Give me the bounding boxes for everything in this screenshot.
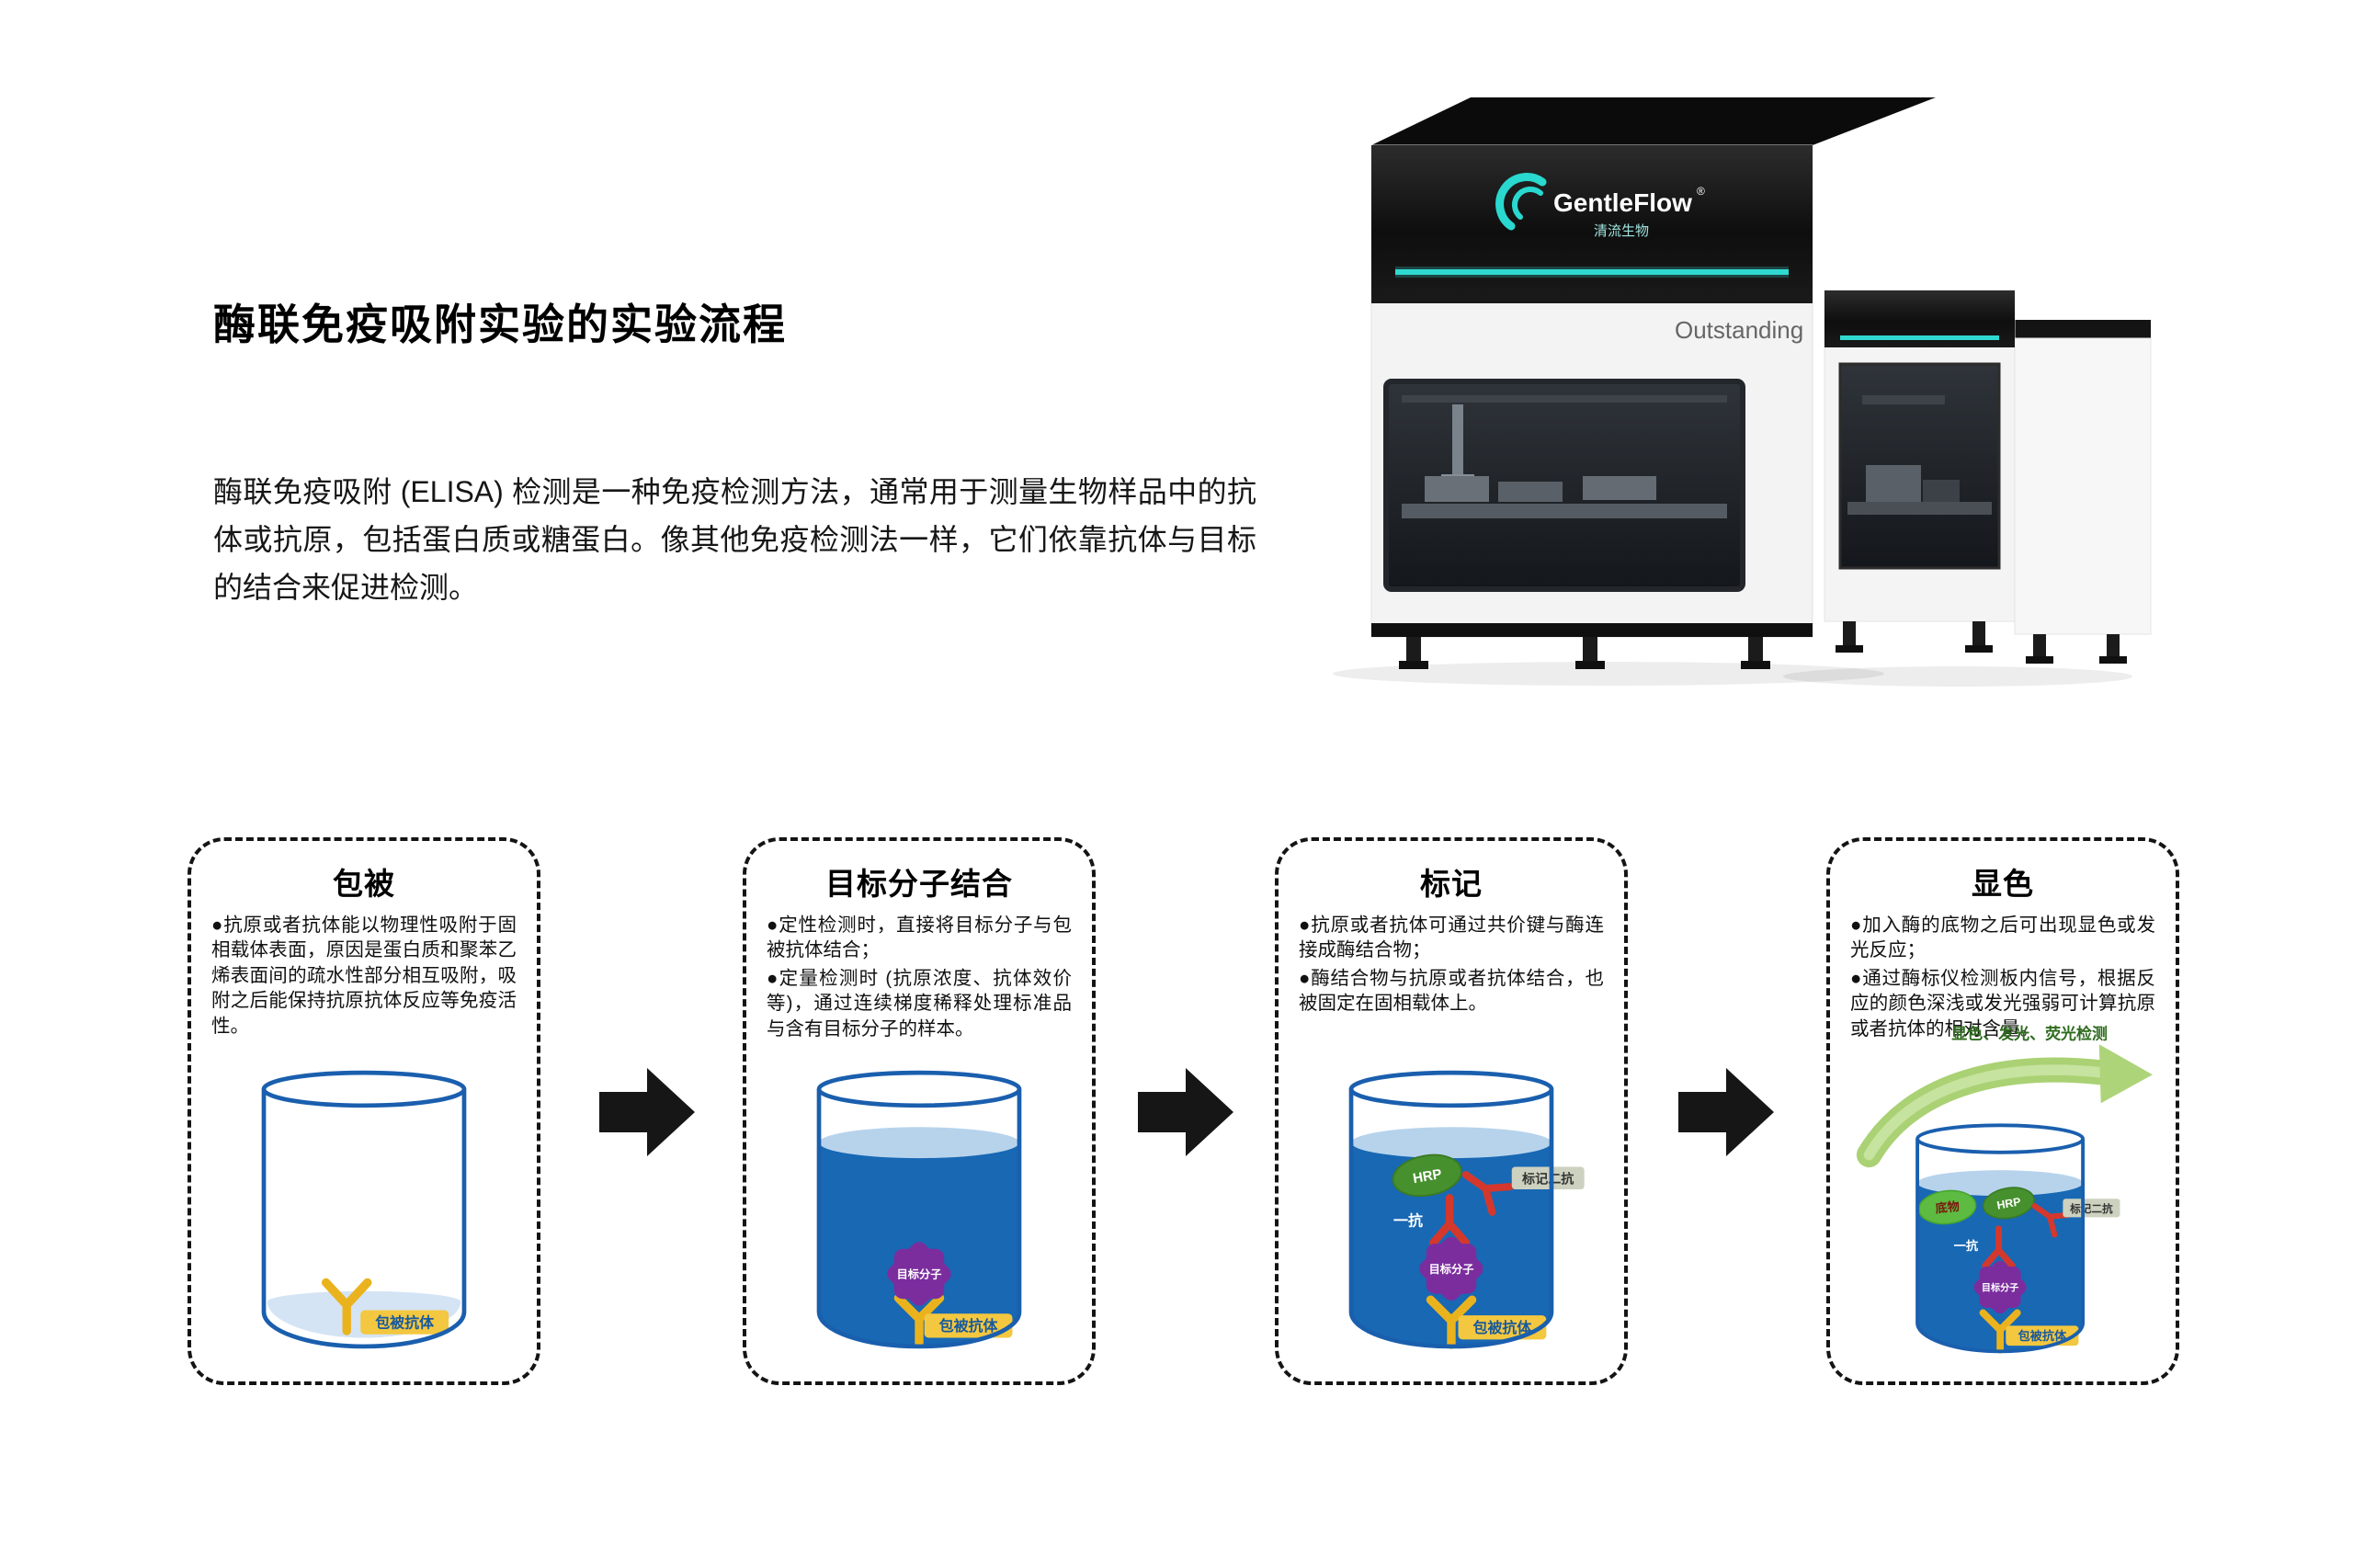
svg-text:HRP: HRP [1412, 1166, 1443, 1187]
registered-mark: ® [1697, 185, 1705, 198]
coated-antibody-label: 包被抗体 [2006, 1325, 2079, 1346]
coated-antibody-icon [1979, 1309, 2021, 1354]
coated-antibody-icon [1426, 1295, 1477, 1349]
coated-antibody-label: 包被抗体 [360, 1310, 449, 1335]
step-bullet: ●定量检测时 (抗原浓度、抗体效价等)，通过连续梯度稀释处理标准品与含有目标分子… [767, 967, 1072, 1040]
instrument-illustration: GentleFlow ® 清流生物 Outstanding [1333, 97, 2152, 687]
page-title: 酶联免疫吸附实验的实验流程 [213, 300, 787, 348]
accent-light-bar [1395, 269, 1789, 275]
step-bullets: ●抗原或者抗体可通过共价键与酶连接成酶结合物； ●酶结合物与抗原或者抗体结合，也… [1299, 913, 1604, 1017]
coated-antibody-label: 包被抗体 [924, 1313, 1013, 1338]
hrp-enzyme-icon: HRP [1392, 1153, 1462, 1198]
svg-text:目标分子: 目标分子 [897, 1267, 942, 1281]
brand-name: GentleFlow [1553, 188, 1692, 217]
step-bullet: ●抗原或者抗体能以物理性吸附于固相载体表面，原因是蛋白质和聚苯乙烯表面间的疏水性… [211, 915, 517, 1037]
beaker-outline [1348, 1070, 1554, 1349]
beaker-step1: 包被抗体 [261, 1070, 467, 1349]
brand-logo-swoosh-icon [1495, 173, 1547, 231]
primary-antibody-label: 一抗 [1393, 1211, 1423, 1229]
machine-main-unit: GentleFlow ® 清流生物 Outstanding [1370, 144, 1813, 669]
brand-subtitle: 清流生物 [1594, 223, 1649, 239]
step-panel-target-binding: 目标分子结合 ●定性检测时，直接将目标分子与包被抗体结合； ●定量检测时 (抗原… [743, 837, 1096, 1385]
primary-antibody-icon [1429, 1194, 1471, 1247]
flow-arrow-2 [1138, 1068, 1233, 1156]
secondary-antibody-label: 标记二抗 [2063, 1199, 2120, 1218]
step-bullet: ●定性检测时，直接将目标分子与包被抗体结合； [767, 915, 1072, 961]
primary-antibody-label: 一抗 [1954, 1238, 1978, 1253]
step-title: 显色 [1972, 867, 2034, 901]
brand-logo: GentleFlow ® 清流生物 [1495, 173, 1705, 239]
target-molecule-icon: 目标分子 [1973, 1260, 2027, 1314]
hrp-enzyme-icon: HRP [1982, 1187, 2035, 1220]
step-panel-coating: 包被 ●抗原或者抗体能以物理性吸附于固相载体表面，原因是蛋白质和聚苯乙烯表面间的… [188, 837, 540, 1385]
model-text: Outstanding [1675, 316, 1803, 344]
primary-antibody-icon [1982, 1225, 2016, 1269]
beaker-group: 底物 HRP 标记二抗 一抗 目标分子 [1915, 1123, 2120, 1354]
svg-text:包被抗体: 包被抗体 [1472, 1319, 1532, 1336]
svg-text:标记二抗: 标记二抗 [2069, 1202, 2113, 1215]
coated-antibody-label: 包被抗体 [1458, 1315, 1547, 1340]
step-panel-color-development: 显色 ●加入酶的底物之后可出现显色或发光反应； ●通过酶标仪检测板内信号，根据反… [1826, 837, 2179, 1385]
liquid-surface [1917, 1170, 2084, 1197]
flow-arrow-1 [599, 1068, 695, 1156]
step-title: 包被 [333, 867, 395, 901]
brand-logo-swoosh-icon [1512, 187, 1543, 220]
beaker-step2: 目标分子 包被抗体 [816, 1070, 1022, 1349]
intro-paragraph: 酶联免疫吸附 (ELISA) 检测是一种免疫检测方法，通常用于测量生物样品中的抗… [213, 475, 1256, 604]
beaker-outline [1915, 1123, 2086, 1354]
coated-antibody-icon [321, 1278, 372, 1335]
step-bullet: ●通过酶标仪检测板内信号，根据反应的颜色深浅或发光强弱可计算抗原或者抗体的相对含… [1850, 967, 2155, 1040]
svg-text:标记二抗: 标记二抗 [1521, 1171, 1574, 1186]
step-bullets: ●定性检测时，直接将目标分子与包被抗体结合； ●定量检测时 (抗原浓度、抗体效价… [767, 913, 1072, 1041]
machine-top-slab [1371, 97, 1936, 145]
svg-text:包被抗体: 包被抗体 [939, 1317, 999, 1335]
target-molecule-icon: 目标分子 [1419, 1236, 1483, 1301]
machine-shadow [1783, 666, 2132, 687]
detection-label: 显色、发光、荧光检测 [1951, 1024, 2108, 1042]
step-title: 目标分子结合 [825, 867, 1013, 901]
machine-right-unit [1824, 290, 2016, 653]
liquid-surface [819, 1127, 1019, 1159]
svg-text:目标分子: 目标分子 [1982, 1281, 2018, 1293]
svg-text:HRP: HRP [1995, 1195, 2021, 1211]
beaker-outline [816, 1070, 1022, 1349]
step-bullet: ●抗原或者抗体可通过共价键与酶连接成酶结合物； [1299, 915, 1604, 961]
step-bullets: ●加入酶的底物之后可出现显色或发光反应； ●通过酶标仪检测板内信号，根据反应的颜… [1850, 913, 2155, 1041]
target-molecule-icon: 目标分子 [887, 1242, 951, 1306]
svg-text:底物: 底物 [1935, 1199, 1961, 1216]
secondary-antibody-icon [1461, 1171, 1514, 1216]
step-bullet: ●酶结合物与抗原或者抗体结合，也被固定在固相载体上。 [1299, 967, 1604, 1015]
detection-arrow-icon [1856, 1044, 2153, 1168]
svg-text:包被抗体: 包被抗体 [2018, 1328, 2067, 1343]
beaker-step3: HRP 标记二抗 一抗 目标分子 包被抗体 [1348, 1070, 1585, 1349]
svg-text:目标分子: 目标分子 [1429, 1262, 1474, 1276]
machine-window [1383, 379, 1745, 592]
instrument-image: GentleFlow ® 清流生物 Outstanding [1314, 72, 2178, 706]
secondary-antibody-label: 标记二抗 [1511, 1166, 1585, 1189]
flow-arrow-3 [1678, 1068, 1774, 1156]
step-bullets: ●抗原或者抗体能以物理性吸附于固相载体表面，原因是蛋白质和聚苯乙烯表面间的疏水性… [211, 913, 517, 1039]
step-title: 标记 [1420, 867, 1483, 901]
beaker-outline [261, 1070, 467, 1349]
step-panel-labeling: 标记 ●抗原或者抗体可通过共价键与酶连接成酶结合物； ●酶结合物与抗原或者抗体结… [1275, 837, 1628, 1385]
svg-text:包被抗体: 包被抗体 [375, 1313, 435, 1331]
liquid-surface [1351, 1127, 1552, 1159]
machine-side-wall [2014, 320, 2152, 664]
coated-antibody-icon [893, 1293, 945, 1347]
beaker-step4: 显色、发光、荧光检测 底物 HRP 标记二抗 一抗 [1856, 1024, 2153, 1354]
step-bullet: ●加入酶的底物之后可出现显色或发光反应； [1850, 915, 2155, 961]
